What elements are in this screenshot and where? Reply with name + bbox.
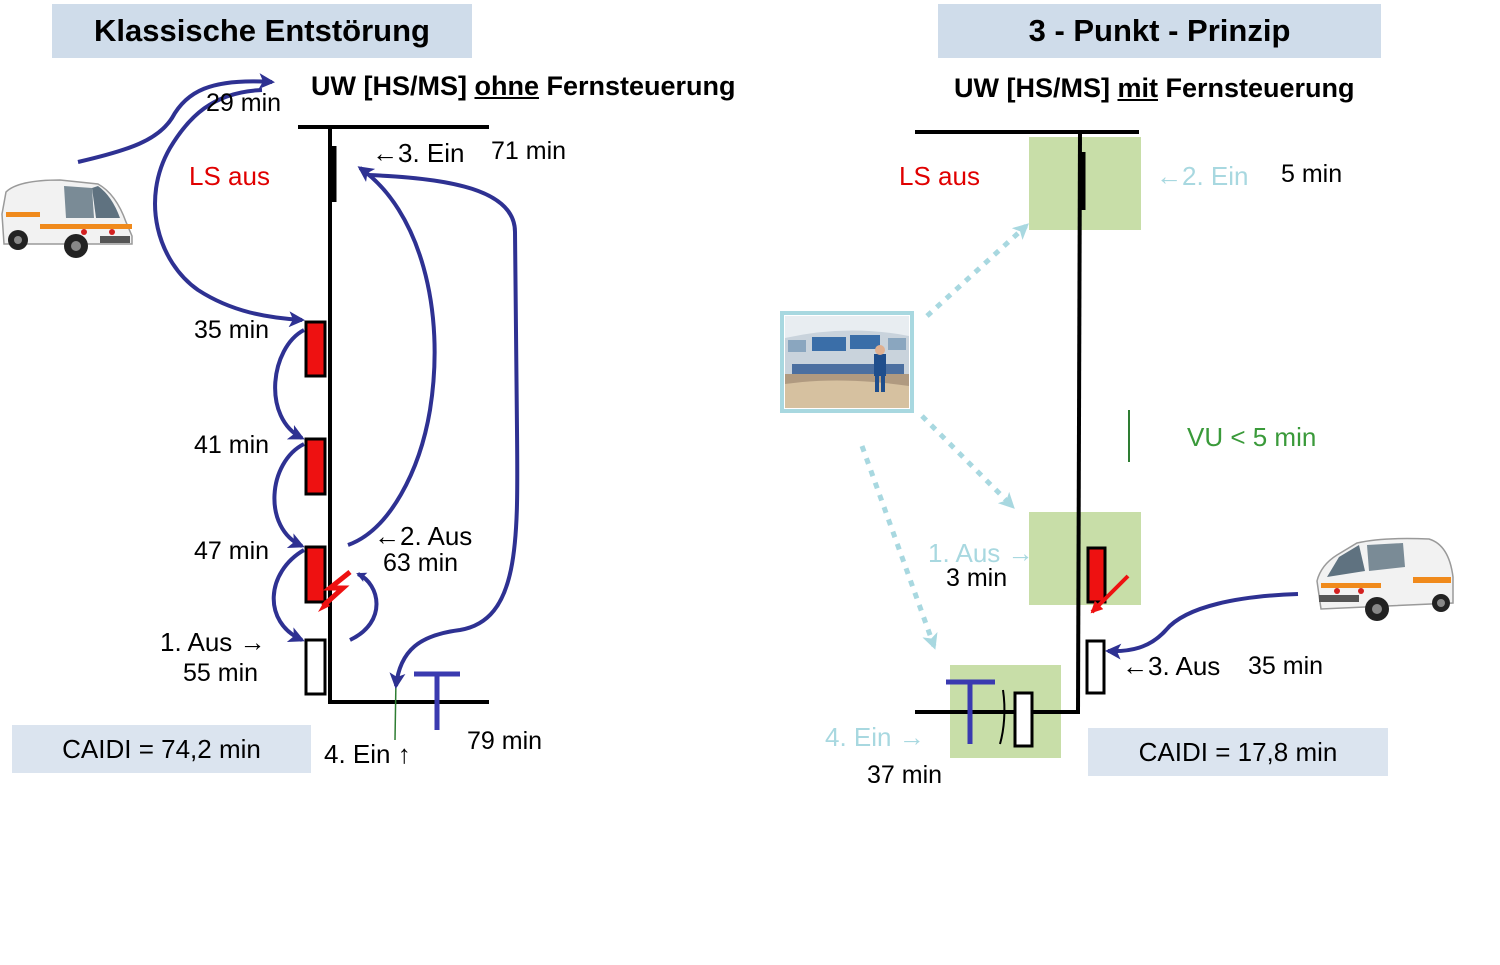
right-caidi-value: CAIDI = 17,8 min — [1138, 737, 1338, 767]
left-aus1-label: 1. Aus → — [160, 627, 266, 657]
left-time-41: 41 min — [194, 431, 270, 459]
left-arrow-35-to-41 — [273, 328, 306, 440]
right-time-35: 35 min — [1248, 652, 1324, 680]
right-vu-label: VU < 5 min — [1187, 422, 1317, 452]
left-arrow-47-to-aus1 — [271, 548, 306, 642]
service-van-icon-right — [1316, 537, 1454, 621]
left-aus2-label: ←2. Aus — [374, 521, 473, 551]
left-header-text: Klassische Entstörung — [94, 13, 430, 48]
right-fault-arrow — [1090, 574, 1130, 614]
left-subtitle-post: Fernsteuerung — [538, 71, 736, 101]
left-caidi-box: CAIDI = 74,2 min — [12, 725, 311, 773]
left-time-55: 55 min — [183, 659, 259, 687]
left-arrow-fault-loop — [349, 572, 379, 642]
right-green-box-mid — [1029, 512, 1141, 605]
right-switch-fault — [1086, 546, 1107, 604]
right-switch-bottom — [1013, 691, 1034, 748]
right-dotted-arrow-bottom — [859, 445, 938, 650]
left-ls-aus: LS aus — [189, 161, 270, 191]
right-disconnector-t — [946, 679, 995, 744]
left-ein3-label: ←3. Ein — [372, 138, 465, 168]
left-arrow-aus2-to-ein3 — [347, 166, 437, 547]
right-network — [859, 130, 1299, 758]
left-network — [77, 73, 520, 741]
right-time-5: 5 min — [1281, 160, 1343, 188]
right-aus3-label: ←3. Aus — [1122, 651, 1221, 681]
left-caidi-value: CAIDI = 74,2 min — [62, 734, 261, 764]
right-header-text: 3 - Punkt - Prinzip — [1028, 13, 1291, 48]
control-room-photo — [780, 311, 914, 413]
left-arrow-van-to-uw — [77, 73, 275, 164]
right-header: 3 - Punkt - Prinzip — [938, 4, 1381, 58]
service-van-icon — [1, 179, 133, 258]
right-ein2-label: ←2. Ein — [1156, 161, 1249, 191]
left-switch-41 — [304, 437, 327, 496]
left-switch-35 — [304, 320, 327, 378]
right-subtitle-pre: UW [HS/MS] — [954, 73, 1118, 103]
lightning-fault-icon — [318, 570, 352, 612]
left-arrow-ein3-to-ein4 — [367, 173, 520, 689]
left-time-29: 29 min — [206, 89, 282, 117]
right-subtitle-underlined: mit — [1117, 73, 1158, 103]
right-subtitle: UW [HS/MS] mit Fernsteuerung — [954, 73, 1355, 104]
right-time-37: 37 min — [867, 761, 943, 789]
right-aus1-label: 1. Aus → — [928, 538, 1034, 568]
left-subtitle-underlined: ohne — [474, 71, 539, 101]
left-subtitle-pre: UW [HS/MS] — [311, 71, 475, 101]
right-dotted-arrow-top — [925, 223, 1029, 318]
right-ls-aus: LS aus — [899, 161, 980, 191]
right-earth-tick — [999, 689, 1006, 745]
left-time-35: 35 min — [194, 316, 270, 344]
left-arrow-41-to-47 — [272, 442, 305, 548]
right-feeder-line — [1076, 131, 1082, 713]
right-ein4-label: 4. Ein → — [825, 722, 925, 752]
right-caidi-box: CAIDI = 17,8 min — [1088, 728, 1388, 776]
right-dotted-arrow-mid — [920, 414, 1015, 509]
left-green-tick — [394, 677, 397, 741]
left-switch-47 — [304, 545, 327, 604]
right-switch-open — [1085, 639, 1106, 695]
left-disconnector-t — [414, 671, 460, 730]
left-time-71: 71 min — [491, 137, 567, 165]
right-arrow-van-to-aus3 — [1105, 592, 1299, 660]
right-subtitle-post: Fernsteuerung — [1157, 73, 1355, 103]
left-time-79: 79 min — [467, 727, 543, 755]
left-time-47: 47 min — [194, 537, 270, 565]
left-switch-open — [304, 638, 327, 696]
right-time-3: 3 min — [946, 564, 1008, 592]
left-arrow-uw-to-35 — [153, 88, 305, 328]
left-ein4-label: 4. Ein ↑ — [324, 739, 411, 769]
left-header: Klassische Entstörung — [52, 4, 472, 58]
left-time-63: 63 min — [383, 549, 459, 577]
left-subtitle: UW [HS/MS] ohne Fernsteuerung — [311, 71, 736, 102]
